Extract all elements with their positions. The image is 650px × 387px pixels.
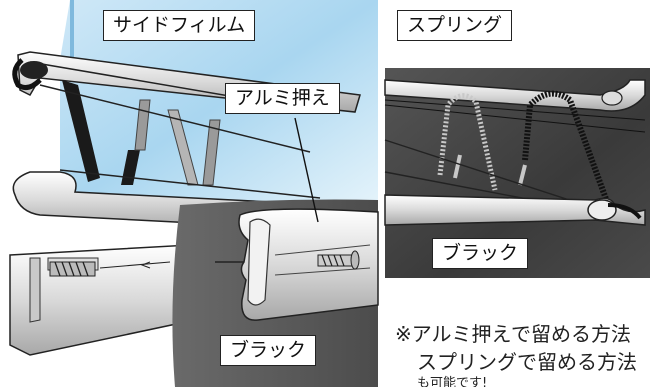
label-side-film: サイドフィルム bbox=[103, 10, 256, 41]
right-dark-panel bbox=[385, 68, 650, 278]
side-film-panel bbox=[60, 0, 378, 210]
black-strap-mid bbox=[121, 150, 140, 185]
black-strap-left bbox=[62, 80, 100, 182]
note-line-1: ※アルミ押えで留める方法 bbox=[395, 322, 631, 346]
spring-black bbox=[522, 90, 613, 212]
screw-left bbox=[49, 261, 96, 277]
label-black-left: ブラック bbox=[220, 335, 317, 366]
note-line-3: も可能です! bbox=[417, 376, 488, 387]
leader-aluminum bbox=[294, 117, 319, 223]
screw-right bbox=[317, 250, 360, 270]
label-spring: スプリング bbox=[397, 10, 513, 41]
right-diagram bbox=[384, 68, 650, 278]
side-film-edge bbox=[70, 0, 74, 70]
label-aluminum-clamp: アルミ押え bbox=[225, 83, 340, 114]
left-diagram bbox=[9, 0, 379, 387]
label-black-right: ブラック bbox=[432, 238, 529, 269]
aluminum-clamp bbox=[238, 208, 379, 321]
note-line-2: スプリングで留める方法 bbox=[417, 350, 637, 374]
strut-3 bbox=[202, 119, 221, 186]
upper-rail-curl bbox=[12, 58, 42, 91]
strut-1 bbox=[134, 99, 151, 151]
